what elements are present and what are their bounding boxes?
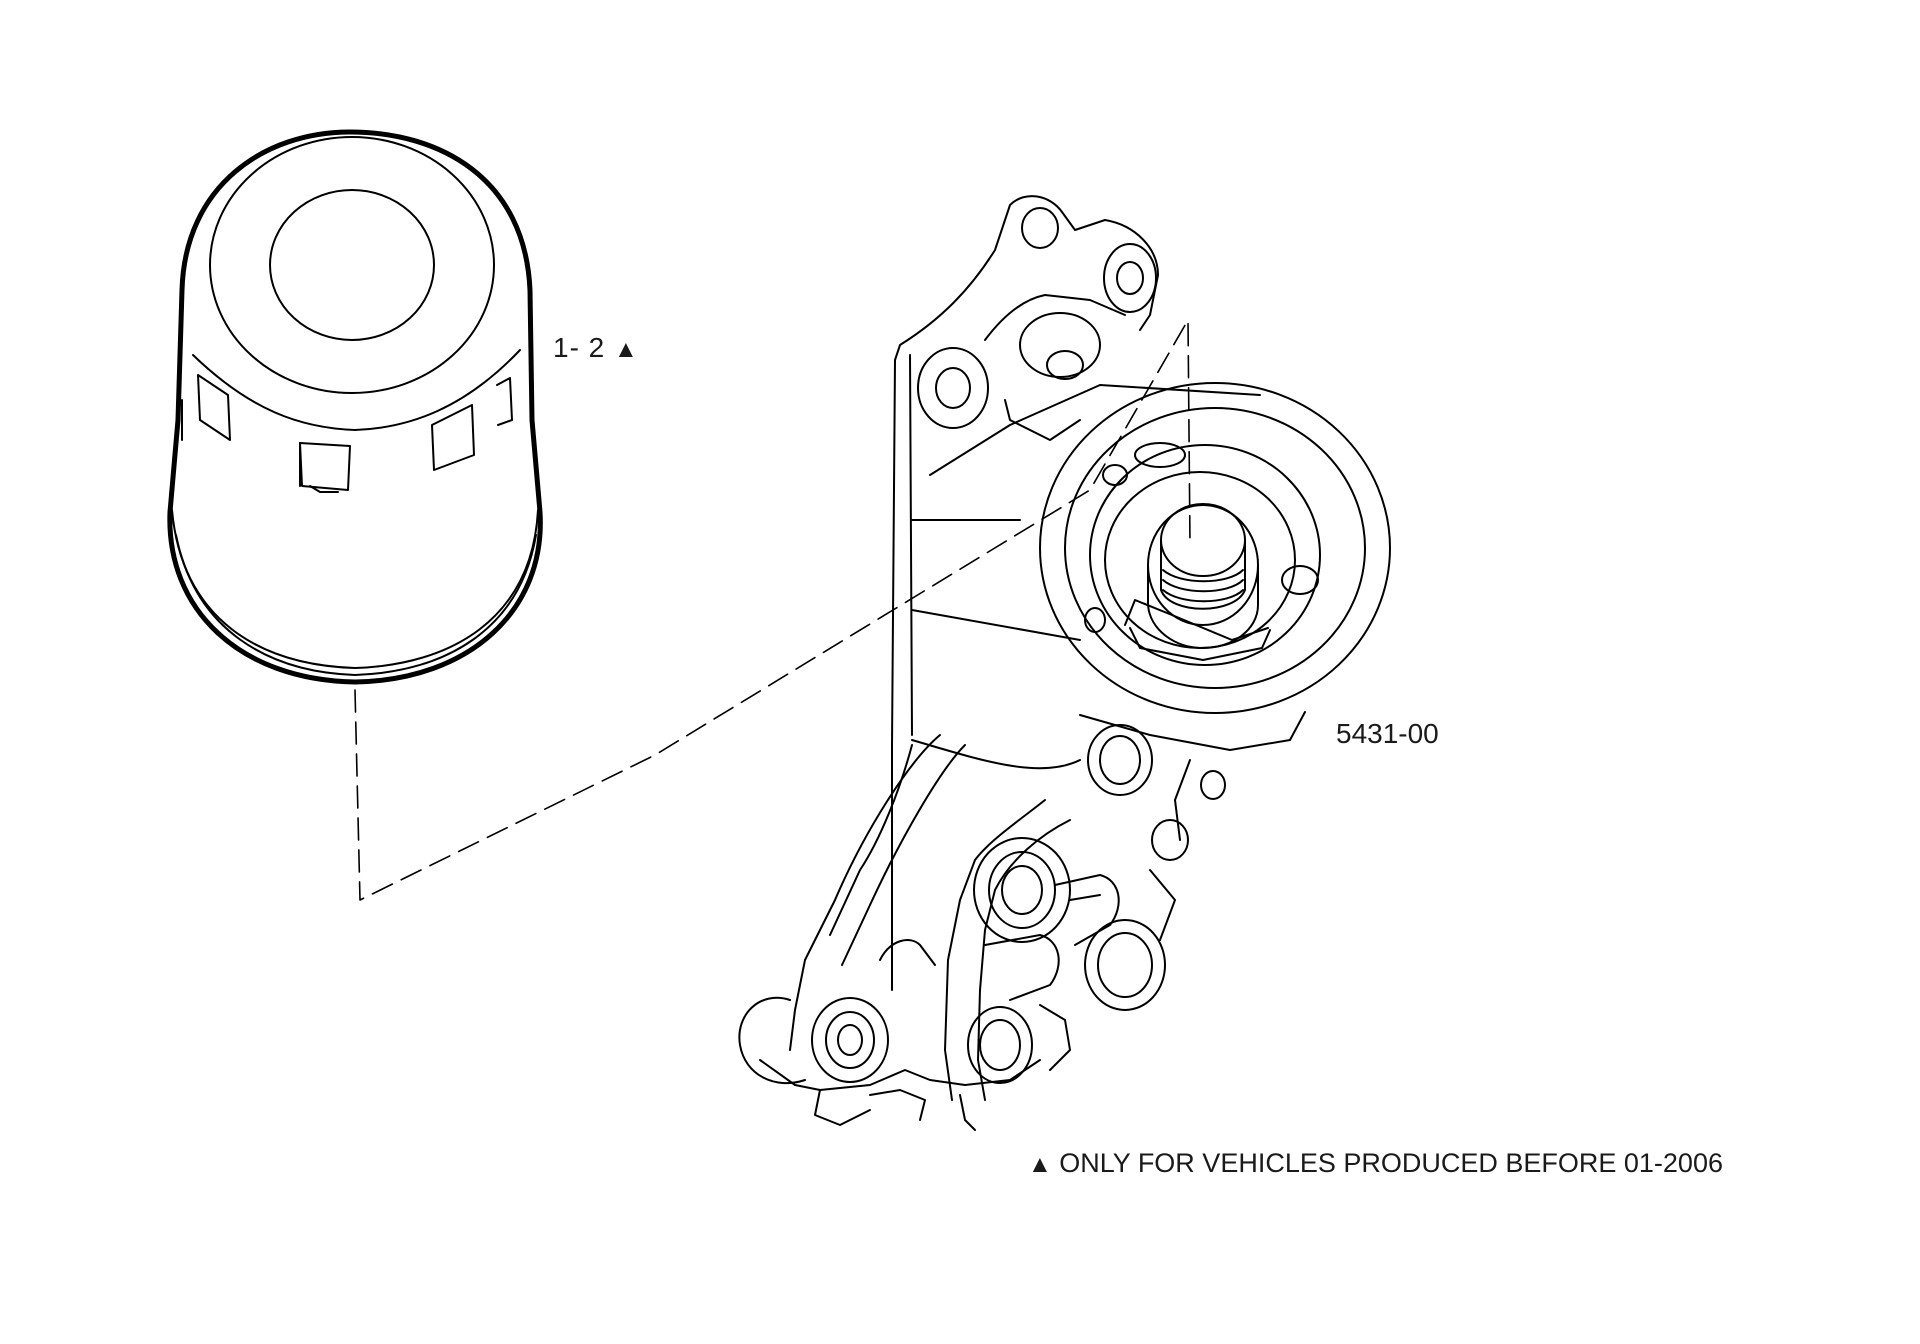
- oil-filter-drawing: [167, 129, 543, 685]
- housing-callout-label: 5431-00: [1336, 718, 1439, 749]
- oil-filter-housing-drawing: [738, 195, 1391, 1131]
- filter-callout-number: 1- 2: [553, 332, 606, 363]
- filter-callout-label: 1- 2 ▲: [553, 332, 639, 364]
- footnote-marker: ▲: [1028, 1151, 1052, 1178]
- footnote: ▲ ONLY FOR VEHICLES PRODUCED BEFORE 01-2…: [1028, 1148, 1723, 1179]
- filter-callout-marker: ▲: [614, 336, 639, 363]
- leader-line: [354, 319, 1191, 901]
- footnote-text: ONLY FOR VEHICLES PRODUCED BEFORE 01-200…: [1059, 1148, 1723, 1178]
